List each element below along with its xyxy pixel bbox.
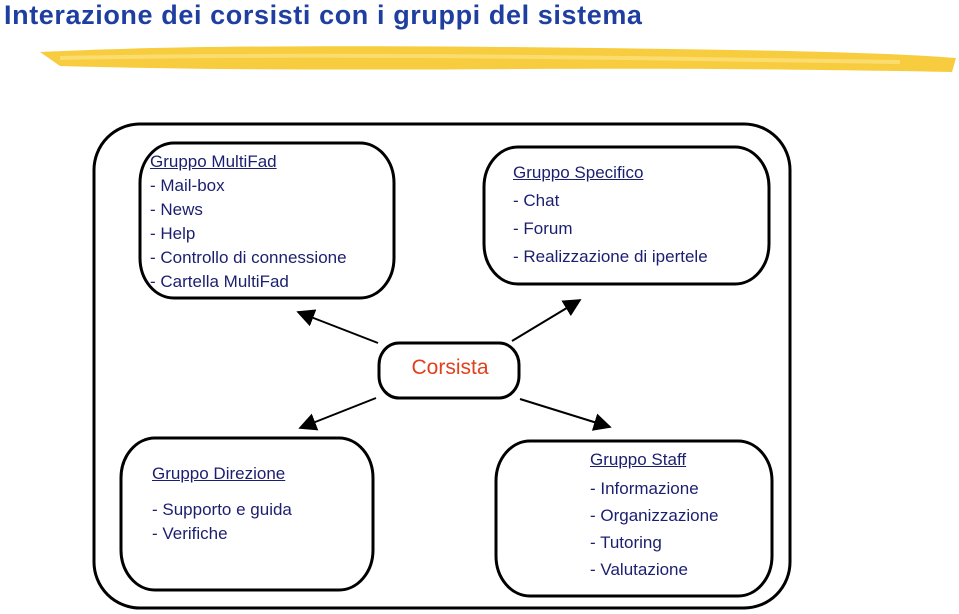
multifad-text: Gruppo MultiFad - Mail-box - News - Help…: [150, 150, 347, 294]
multifad-item: - News: [150, 200, 203, 219]
staff-heading: Gruppo Staff: [590, 450, 687, 469]
box-specifico: [482, 145, 771, 286]
specifico-item: - Chat: [513, 191, 560, 210]
arrow-to-multifad: [296, 309, 379, 344]
direzione-item: - Verifiche: [152, 524, 228, 543]
specifico-item: - Forum: [513, 219, 573, 238]
multifad-heading: Gruppo MultiFad: [150, 152, 277, 171]
multifad-item: - Mail-box: [150, 176, 225, 195]
staff-item: - Informazione: [590, 479, 699, 498]
direzione-item: - Supporto e guida: [152, 500, 292, 519]
outer-frame: [92, 122, 792, 610]
staff-text: Gruppo Staff - Informazione - Organizzaz…: [590, 446, 719, 583]
box-staff: [494, 439, 774, 598]
direzione-text: Gruppo Direzione - Supporto e guida - Ve…: [152, 462, 292, 546]
box-multifad: [138, 141, 396, 300]
specifico-heading: Gruppo Specifico: [513, 163, 644, 182]
box-corsista: [377, 341, 521, 400]
direzione-heading: Gruppo Direzione: [152, 464, 286, 483]
page-title: Interazione dei corsisti con i gruppi de…: [4, 0, 643, 30]
staff-item: - Tutoring: [590, 533, 662, 552]
multifad-item: - Cartella MultiFad: [150, 272, 289, 291]
staff-item: - Organizzazione: [590, 506, 719, 525]
multifad-item: - Help: [150, 224, 196, 243]
corsista-label: Corsista: [411, 356, 489, 379]
specifico-item: - Realizzazione di ipertele: [513, 247, 708, 266]
staff-item: - Valutazione: [590, 560, 688, 579]
arrow-to-specifico: [511, 299, 582, 342]
arrow-to-direzione: [298, 397, 377, 431]
multifad-item: - Controllo di connessione: [150, 248, 347, 267]
arrow-to-staff: [519, 398, 612, 431]
box-direzione: [119, 436, 375, 592]
title-underline-brush: [40, 46, 956, 72]
specifico-text: Gruppo Specifico - Chat - Forum - Realiz…: [513, 159, 708, 271]
